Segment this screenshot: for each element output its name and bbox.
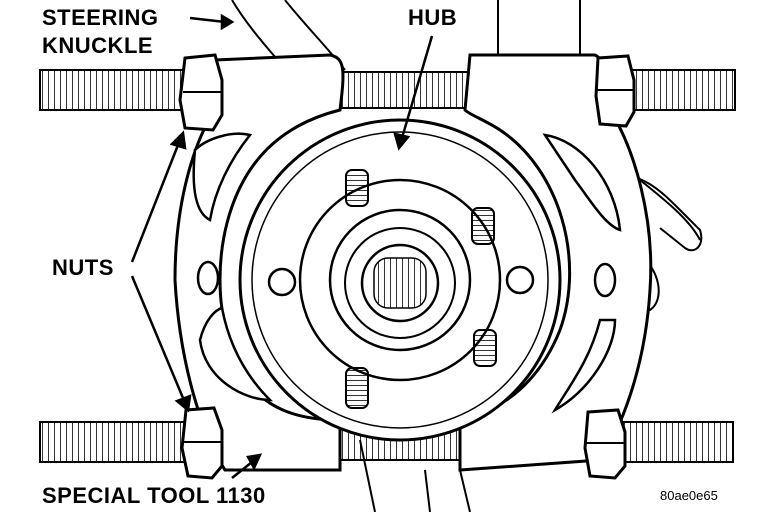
label-special-tool: SPECIAL TOOL 1130 xyxy=(42,483,266,508)
leader-lines xyxy=(130,13,434,479)
nut-top-left xyxy=(178,53,224,132)
wheel-studs xyxy=(345,169,497,409)
nut-bottom-left xyxy=(180,406,224,480)
figure-code: 80ae0e65 xyxy=(660,488,718,503)
nut-top-right xyxy=(594,54,636,128)
label-steering: STEERING xyxy=(42,5,159,30)
label-nuts: NUTS xyxy=(52,255,114,280)
nut-bottom-right xyxy=(583,408,627,480)
hub-flange xyxy=(238,118,562,442)
puller-plate xyxy=(173,53,653,472)
label-hub: HUB xyxy=(408,5,458,30)
label-knuckle: KNUCKLE xyxy=(42,33,154,58)
